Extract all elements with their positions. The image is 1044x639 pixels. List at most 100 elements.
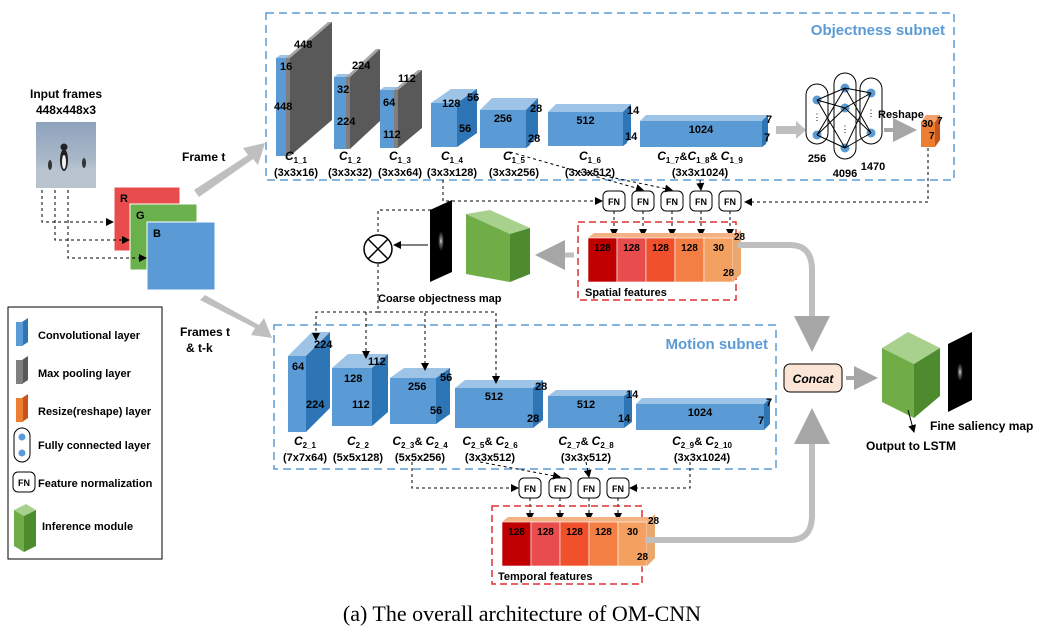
fully-connected-layers: ⋮ ⋮ ⋮ [805, 72, 883, 160]
mot-layer-2-depth: 128 [344, 373, 362, 385]
fn-input-link [585, 171, 673, 193]
obj-layer-1-side: 448 [274, 101, 292, 113]
svg-text:128: 128 [595, 527, 612, 538]
fn-box: FN [689, 190, 713, 212]
fn-box: FN [718, 190, 742, 212]
multiply-to-motion-links [312, 264, 500, 384]
obj-layer-7-kernel: (3x3x1024) [672, 167, 729, 179]
legend-inference-icon [14, 504, 36, 552]
coarse-map-label: Coarse objectness map [378, 293, 502, 305]
mot-layer-1-block [288, 332, 330, 432]
obj-layer-1-pool [286, 22, 332, 156]
svg-text:128: 128 [652, 243, 669, 254]
arrow-to-fc [776, 121, 806, 139]
legend-pool-icon [16, 356, 28, 384]
blue-channel [146, 221, 216, 291]
obj-layer-2-pool [346, 49, 380, 149]
fn-input-link [442, 180, 603, 205]
mot-layer-4-name: C2_5 & C2_6 [462, 434, 518, 450]
svg-text:128: 128 [594, 243, 611, 254]
mot-layer-4-side: 28 [527, 413, 539, 425]
obj-layer-5-side: 28 [528, 133, 540, 145]
obj-layer-7-side: 7 [764, 132, 770, 144]
input-connectors [41, 190, 147, 262]
concat-label: Concat [793, 372, 835, 386]
svg-text:128: 128 [537, 527, 554, 538]
svg-text:30: 30 [627, 527, 639, 538]
obj-layer-2-name: C1_2 [339, 149, 362, 165]
mot-layer-6-kernel: (3x3x1024) [674, 452, 731, 464]
obj-layer-2-depth: 32 [337, 84, 349, 96]
obj-layer-7-block [640, 115, 768, 147]
reshape-dim-b: 7 [937, 116, 943, 127]
mot-layer-5-depth: 512 [577, 399, 595, 411]
input-frames-size: 448x448x3 [36, 103, 96, 117]
feature-slice: 128 [616, 233, 652, 283]
mot-layer-6-block [636, 398, 770, 430]
obj-layer-4-side: 56 [459, 123, 471, 135]
fn-input-link [509, 151, 644, 192]
motion-subnet-box [273, 324, 777, 470]
mot-layer-6-top: 7 [766, 397, 772, 409]
frames-t-label-1: Frames t [180, 325, 230, 339]
legend-pool-label: Max pooling layer [38, 368, 132, 380]
red-channel-label: R [120, 193, 128, 205]
fc-4096-label: 4096 [833, 168, 857, 180]
svg-text:FN: FN [583, 484, 595, 494]
svg-text:FN: FN [608, 197, 620, 207]
obj-layer-4-top: 56 [467, 92, 479, 104]
svg-text:128: 128 [681, 243, 698, 254]
svg-text:⋮: ⋮ [813, 112, 822, 122]
legend-fc-label: Fully connected layer [38, 440, 151, 452]
feature-slice: 128 [674, 233, 710, 283]
obj-layer-3-depth: 64 [383, 97, 396, 109]
svg-text:128: 128 [566, 527, 583, 538]
svg-text:128: 128 [508, 527, 525, 538]
obj-layer-5-name: C1_5 [503, 149, 526, 165]
mot-layer-5-kernel: (3x3x512) [561, 452, 611, 464]
feature-slice: 30 [617, 517, 653, 567]
arrow-temporal-to-concat [645, 408, 830, 543]
frames-t-label-2: & t-k [186, 341, 213, 355]
mot-layer-1-name: C2_1 [294, 434, 317, 450]
obj-layer-5-depth: 256 [494, 113, 512, 125]
fn-box: FN [660, 190, 684, 212]
fn-box: FN [548, 477, 572, 499]
obj-layer-2-kernel: (3x3x32) [328, 167, 372, 179]
svg-text:FN: FN [18, 478, 30, 488]
fc-256-label: 256 [808, 153, 826, 165]
mot-layer-6-name: C2_9 & C2_10 [672, 434, 732, 450]
obj-layer-3-kernel: (3x3x64) [378, 167, 422, 179]
fn-box: FN [602, 190, 626, 212]
svg-text:⋮: ⋮ [841, 124, 850, 134]
mot-layer-3-name: C2_3 & C2_4 [392, 434, 448, 450]
frame-t-label: Frame t [182, 150, 225, 164]
obj-layer-6-depth: 512 [576, 115, 594, 127]
feature-slice: 128 [645, 233, 681, 283]
objectness-subnet-title: Objectness subnet [811, 22, 945, 39]
mot-layer-2-name: C2_2 [347, 434, 370, 450]
temporal-features-label: Temporal features [498, 571, 593, 583]
input-frames-title: Input frames [30, 87, 102, 101]
obj-layer-1-name: C1_1 [285, 149, 308, 165]
fn-input-link [696, 179, 705, 191]
obj-layer-5-block [480, 98, 538, 148]
legend: Convolutional layer Max pooling layer Re… [7, 306, 163, 560]
mot-layer-5-block [548, 390, 632, 428]
objectness-subnet-box [265, 12, 955, 181]
obj-layer-5-kernel: (3x3x256) [489, 167, 539, 179]
spatial-features-box [577, 221, 737, 301]
obj-layer-6-top: 14 [627, 105, 640, 117]
legend-inference-label: Inference module [42, 521, 133, 533]
arrow-to-lstm [907, 409, 917, 433]
fine-saliency-map [948, 332, 972, 412]
obj-layer-7-name: C1_7 &C1_8 & C1_9 [657, 149, 743, 165]
svg-text:FN: FN [524, 484, 536, 494]
legend-resize-label: Resize(reshape) layer [38, 406, 152, 418]
svg-text:FN: FN [695, 197, 707, 207]
svg-text:FN: FN [666, 197, 678, 207]
obj-layer-7-top: 7 [766, 114, 772, 126]
